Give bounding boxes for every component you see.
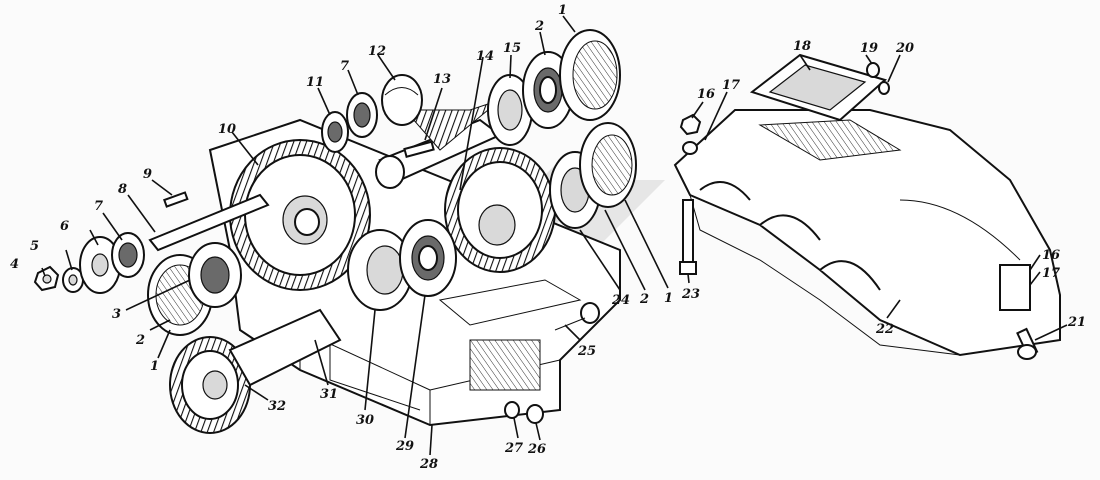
label-15: 15 (503, 41, 521, 56)
label-4: 4 (10, 257, 19, 272)
bearing-11 (321, 111, 349, 153)
bolt-25 (554, 302, 600, 331)
cap-12 (381, 74, 423, 126)
intermediate-gear (444, 147, 556, 273)
plug-26 (526, 404, 544, 424)
label-13: 13 (433, 72, 451, 87)
label-7-top: 7 (340, 59, 349, 74)
label-27: 27 (504, 441, 523, 456)
label-24: 24 (611, 293, 630, 308)
label-3: 3 (112, 307, 121, 322)
label-21: 21 (1067, 315, 1086, 330)
label-16-right: 16 (1042, 248, 1060, 263)
callout-labels: 4 5 6 7 8 9 10 11 7 12 13 14 15 2 1 3 2 … (10, 3, 1086, 472)
washer-27 (504, 401, 520, 419)
label-28: 28 (419, 457, 438, 472)
label-8: 8 (118, 182, 127, 197)
label-14: 14 (476, 49, 494, 64)
label-23: 23 (681, 287, 700, 302)
inspection-cover-18 (749, 53, 888, 122)
label-2-left: 2 (135, 333, 145, 348)
label-9: 9 (143, 167, 152, 182)
label-18: 18 (793, 39, 811, 54)
output-gear-32 (169, 308, 342, 434)
bearing-3 (188, 242, 242, 308)
nut-16-left (679, 113, 702, 136)
label-16-left: 16 (697, 87, 715, 102)
label-17-left: 17 (722, 78, 740, 93)
bolt-21 (1016, 327, 1039, 360)
bolt-23 (679, 199, 697, 275)
cover-1-right (579, 122, 637, 208)
large-gear (229, 139, 371, 291)
label-20: 20 (895, 41, 914, 56)
leader-lines (41, 15, 1068, 456)
label-30: 30 (356, 413, 374, 428)
cover-1-top (559, 29, 621, 121)
label-11: 11 (306, 75, 324, 90)
bolt-19 (866, 62, 880, 78)
bearing-7-left (111, 232, 145, 278)
bearing-29 (399, 219, 457, 297)
washer-20 (878, 81, 890, 95)
label-10: 10 (218, 122, 236, 137)
spacer-30 (347, 229, 413, 311)
label-1-top: 1 (558, 3, 567, 18)
label-32: 32 (268, 399, 286, 414)
shaft-8 (148, 193, 270, 252)
key-13 (403, 140, 435, 158)
washer-17-left (682, 141, 698, 155)
label-1-right: 1 (664, 291, 673, 306)
label-12: 12 (368, 44, 386, 59)
label-25: 25 (577, 344, 596, 359)
label-7-left: 7 (94, 199, 103, 214)
label-2-top: 2 (534, 19, 544, 34)
label-1-left: 1 (150, 359, 159, 374)
nut-4 (33, 265, 60, 292)
gearbox-upper-cover (673, 109, 1061, 357)
label-6: 6 (60, 219, 69, 234)
label-19: 19 (860, 41, 878, 56)
label-17-right: 17 (1042, 266, 1060, 281)
label-5: 5 (30, 239, 39, 254)
label-29: 29 (395, 439, 414, 454)
bearing-7-top (346, 92, 378, 138)
coupling-6 (79, 236, 121, 294)
bearing-15 (487, 74, 533, 146)
label-31: 31 (320, 387, 338, 402)
label-2-right: 2 (639, 292, 649, 307)
label-26: 26 (527, 442, 546, 457)
key-9 (163, 191, 189, 208)
label-22: 22 (875, 322, 894, 337)
